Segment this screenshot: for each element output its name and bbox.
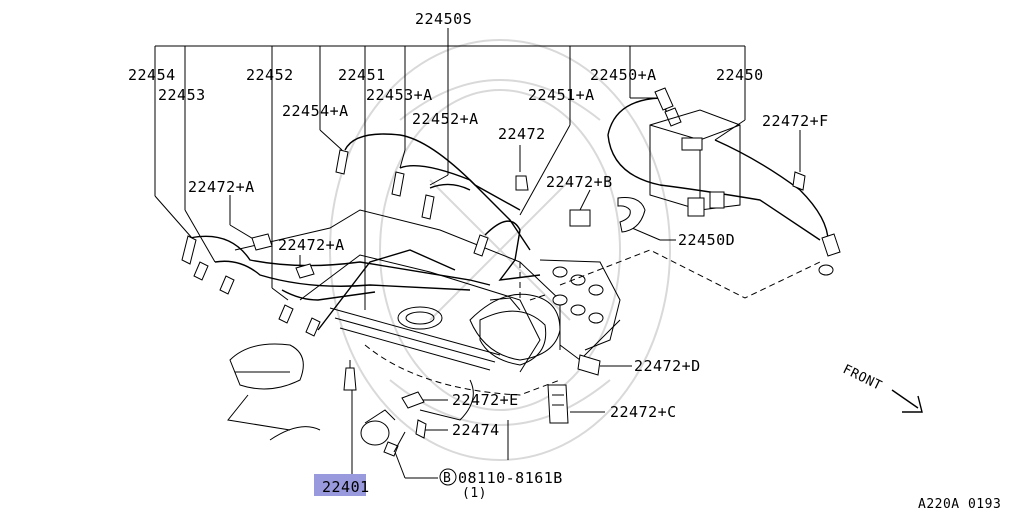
plug-wires xyxy=(181,87,841,337)
watermark-emblem xyxy=(329,39,671,461)
engine-outline xyxy=(227,209,561,446)
label-22450s[interactable]: 22450S xyxy=(415,10,472,28)
label-22453[interactable]: 22453 xyxy=(158,86,206,104)
label-22472-d[interactable]: 22472+D xyxy=(634,357,701,375)
label-22472-a-upper[interactable]: 22472+A xyxy=(188,178,255,196)
label-22472-c[interactable]: 22472+C xyxy=(610,403,677,421)
ignition-coil xyxy=(649,109,741,217)
label-22472-b[interactable]: 22472+B xyxy=(546,173,613,191)
label-22451[interactable]: 22451 xyxy=(338,66,386,84)
label-22454-a[interactable]: 22454+A xyxy=(282,102,349,120)
label-22450[interactable]: 22450 xyxy=(716,66,764,84)
distributor xyxy=(469,259,621,361)
label-22401[interactable]: 22401 xyxy=(322,478,370,496)
label-22452-a[interactable]: 22452+A xyxy=(412,110,479,128)
label-22472-e[interactable]: 22472+E xyxy=(452,391,519,409)
front-label: FRONT xyxy=(840,362,884,394)
callout-labels: 22450S 22454 22453 22452 22451 22454+A 2… xyxy=(128,10,1001,511)
label-22454[interactable]: 22454 xyxy=(128,66,176,84)
label-22472-a-lower[interactable]: 22472+A xyxy=(278,236,345,254)
bolt-callout[interactable]: B 08110-8161B (1) xyxy=(439,468,563,501)
label-22472-f[interactable]: 22472+F xyxy=(762,112,829,130)
label-22452[interactable]: 22452 xyxy=(246,66,294,84)
label-bolt-part[interactable]: 08110-8161B xyxy=(458,469,563,487)
label-bolt-qty: (1) xyxy=(462,486,487,501)
leader-lines xyxy=(154,28,801,479)
front-arrow-icon xyxy=(891,389,923,413)
label-22453-a[interactable]: 22453+A xyxy=(366,86,433,104)
bolt-symbol-icon xyxy=(439,468,457,486)
label-22451-a[interactable]: 22451+A xyxy=(528,86,595,104)
label-22474[interactable]: 22474 xyxy=(452,421,500,439)
label-22450-a[interactable]: 22450+A xyxy=(590,66,657,84)
label-22472[interactable]: 22472 xyxy=(498,125,546,143)
highlight-box xyxy=(314,474,366,496)
diagram-code: A220A 0193 xyxy=(918,497,1001,511)
label-22450d[interactable]: 22450D xyxy=(678,231,735,249)
bolt-symbol-letter: B xyxy=(443,471,451,486)
clips xyxy=(251,171,806,457)
